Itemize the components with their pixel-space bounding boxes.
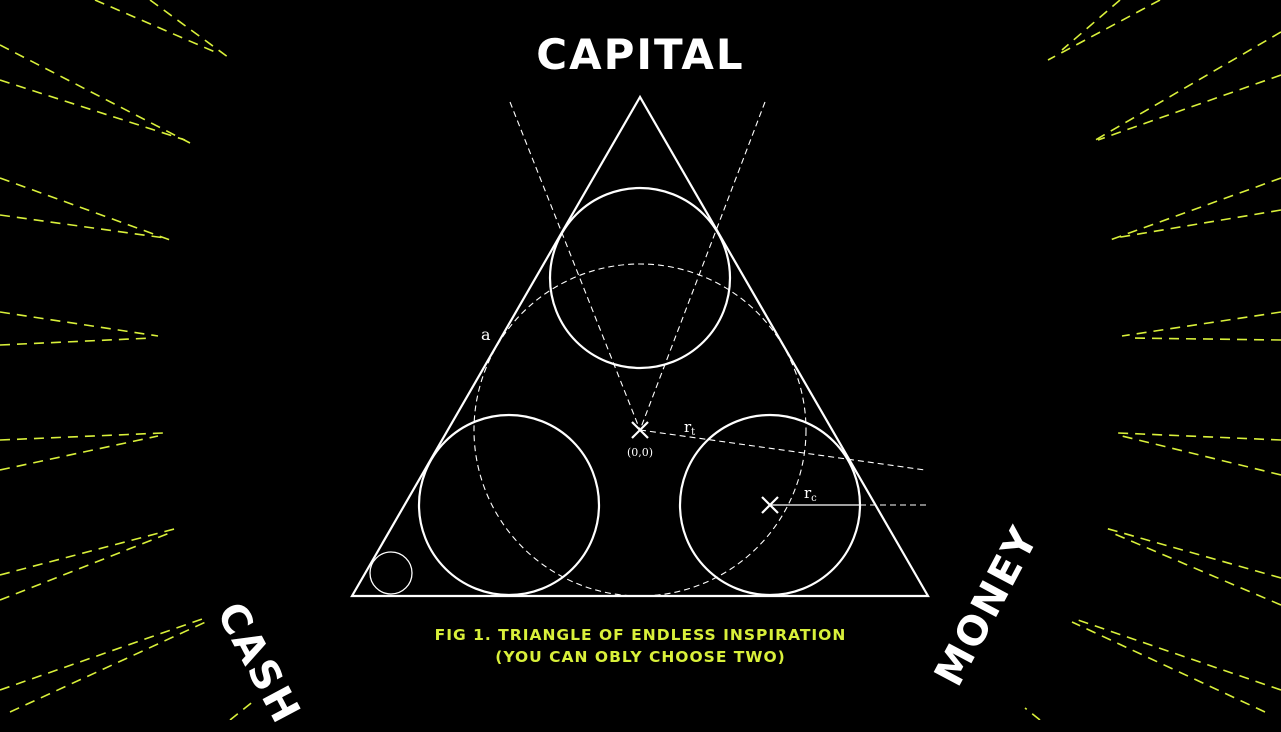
ray xyxy=(0,435,159,471)
right-center-marker xyxy=(761,496,779,514)
ray xyxy=(1104,527,1281,579)
caption-line-1: FIG 1. TRIANGLE OF ENDLESS INSPIRATION xyxy=(434,626,847,644)
ray xyxy=(1091,31,1281,143)
right-rays xyxy=(1024,0,1281,721)
ray xyxy=(0,432,164,441)
top-circle xyxy=(548,186,732,370)
corner-small-circle xyxy=(369,551,413,595)
ray xyxy=(1109,531,1281,606)
capital-label: CAPITAL xyxy=(536,30,745,79)
ray xyxy=(1071,621,1266,713)
rt-radius-line xyxy=(639,429,926,471)
ray xyxy=(0,311,159,337)
ray xyxy=(0,527,179,576)
origin-label: (0,0) xyxy=(627,446,653,459)
side-label: a xyxy=(481,325,491,344)
ray xyxy=(0,44,191,144)
main-geometry xyxy=(350,94,930,598)
ray xyxy=(1024,707,1041,721)
ray xyxy=(0,177,171,241)
ray xyxy=(0,617,206,691)
rt-label: rt xyxy=(684,418,695,438)
ray xyxy=(1121,311,1281,337)
ray xyxy=(1114,209,1281,239)
ray xyxy=(1109,177,1281,241)
construction-lines xyxy=(473,101,928,597)
ray xyxy=(0,337,153,346)
ray xyxy=(9,619,211,713)
ray xyxy=(1121,435,1281,476)
ray xyxy=(1077,619,1281,691)
triangle xyxy=(350,94,930,598)
ray xyxy=(0,79,186,141)
ray xyxy=(0,531,173,601)
ray xyxy=(1127,337,1281,341)
left-apex-ray xyxy=(509,101,641,431)
ray xyxy=(229,699,256,721)
caption-line-2: (YOU CAN OBLY CHOOSE TWO) xyxy=(495,648,786,666)
figure-caption: FIG 1. TRIANGLE OF ENDLESS INSPIRATION (… xyxy=(0,624,1281,668)
ray xyxy=(1097,74,1281,141)
left-rays xyxy=(0,0,256,721)
ray xyxy=(1117,432,1281,441)
right-apex-ray xyxy=(639,101,766,431)
ray xyxy=(94,0,216,53)
left-circle xyxy=(417,413,601,597)
rc-label: rc xyxy=(804,484,817,504)
ray xyxy=(1047,0,1161,61)
origin-marker xyxy=(631,421,649,439)
ray xyxy=(0,214,166,239)
ray xyxy=(1061,0,1121,51)
